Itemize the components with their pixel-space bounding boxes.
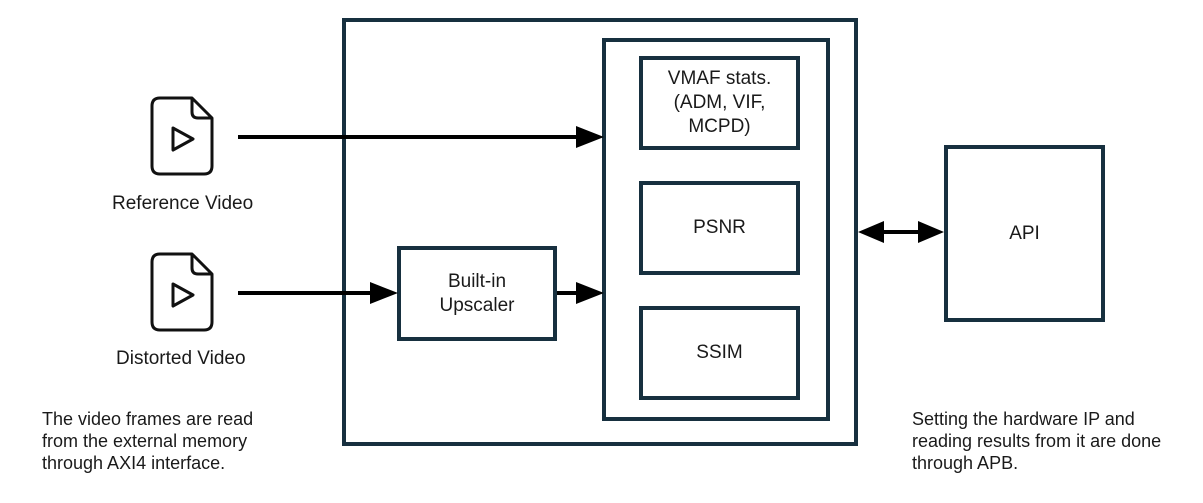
ssim-block: SSIM [639, 306, 800, 400]
reference-video-file-icon [150, 96, 214, 176]
distorted-video-file-icon [150, 252, 214, 332]
vmaf-stats-block: VMAF stats. (ADM, VIF, MCPD) [639, 56, 800, 150]
distorted-video-label: Distorted Video [116, 348, 246, 369]
apb-bidirectional-arrow [858, 221, 944, 243]
reference-arrow [238, 126, 604, 148]
upscaler-block: Built-in Upscaler [397, 246, 557, 341]
api-block: API [944, 145, 1105, 322]
apb-note: Setting the hardware IP and reading resu… [912, 409, 1162, 473]
upscaler-arrow [557, 282, 604, 304]
psnr-block: PSNR [639, 181, 800, 275]
reference-video-label: Reference Video [112, 193, 254, 214]
axi4-note: The video frames are read from the exter… [42, 409, 254, 473]
distorted-arrow [238, 282, 398, 304]
